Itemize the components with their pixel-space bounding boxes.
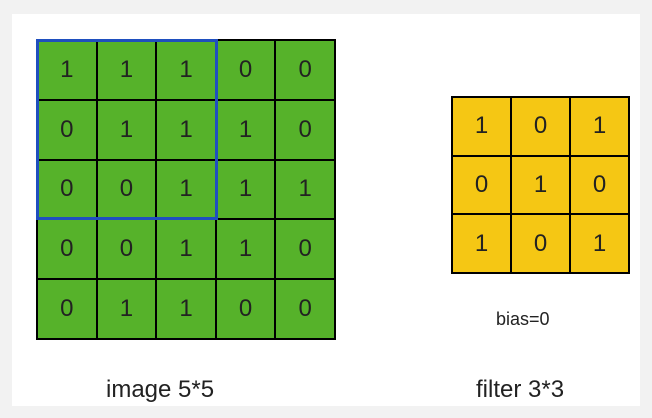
bias-label: bias=0 — [496, 309, 550, 329]
image-cell-r1-c5: 0 — [276, 41, 334, 99]
filter-cell-r2-c1: 0 — [453, 156, 510, 214]
image-cell-r3-c4: 1 — [216, 160, 275, 219]
image-cell-r4-c3: 1 — [157, 220, 215, 279]
image-matrix: 1 1 1 0 0 0 1 1 1 0 0 0 1 1 1 0 0 1 1 0 … — [36, 39, 336, 340]
image-cell-r3-c1: 0 — [38, 160, 96, 219]
filter-matrix: 1 0 1 0 1 0 1 0 1 — [451, 96, 630, 274]
image-cell-r4-c5: 0 — [276, 220, 334, 279]
filter-cell-r1-c2: 0 — [512, 98, 569, 155]
filter-cell-r3-c2: 0 — [512, 215, 569, 272]
image-cell-r1-c3: 1 — [157, 41, 215, 99]
image-caption: image 5*5 — [106, 376, 215, 403]
image-cell-r1-c2: 1 — [97, 41, 156, 99]
image-cell-r2-c4: 1 — [216, 100, 275, 159]
image-cell-r5-c4: 0 — [216, 280, 275, 338]
image-cell-r5-c5: 0 — [276, 280, 334, 338]
filter-cell-r2-c3: 0 — [571, 156, 628, 214]
image-cell-r2-c2: 1 — [97, 100, 156, 159]
image-cell-r2-c5: 0 — [276, 100, 334, 159]
image-cell-r4-c1: 0 — [38, 220, 96, 279]
image-cell-r4-c4: 1 — [216, 220, 275, 279]
filter-cell-r3-c3: 1 — [571, 215, 628, 272]
image-cell-r3-c3: 1 — [157, 160, 215, 219]
image-cell-r3-c2: 0 — [97, 160, 156, 219]
image-cell-r5-c2: 1 — [97, 280, 156, 338]
image-cell-r4-c2: 0 — [97, 220, 156, 279]
image-cell-r3-c5: 1 — [276, 160, 334, 219]
filter-cell-r2-c2: 1 — [512, 156, 569, 214]
filter-cell-r1-c3: 1 — [571, 98, 628, 155]
filter-cell-r3-c1: 1 — [453, 215, 510, 272]
diagram-panel: 1 1 1 0 0 0 1 1 1 0 0 0 1 1 1 0 0 1 1 0 … — [12, 14, 640, 406]
image-cell-r5-c1: 0 — [38, 280, 96, 338]
image-cell-r2-c3: 1 — [157, 100, 215, 159]
filter-caption: filter 3*3 — [476, 376, 565, 403]
image-cell-r5-c3: 1 — [157, 280, 215, 338]
image-cell-r1-c4: 0 — [216, 41, 275, 99]
filter-cell-r1-c1: 1 — [453, 98, 510, 155]
image-cell-r1-c1: 1 — [38, 41, 96, 99]
image-cell-r2-c1: 0 — [38, 100, 96, 159]
